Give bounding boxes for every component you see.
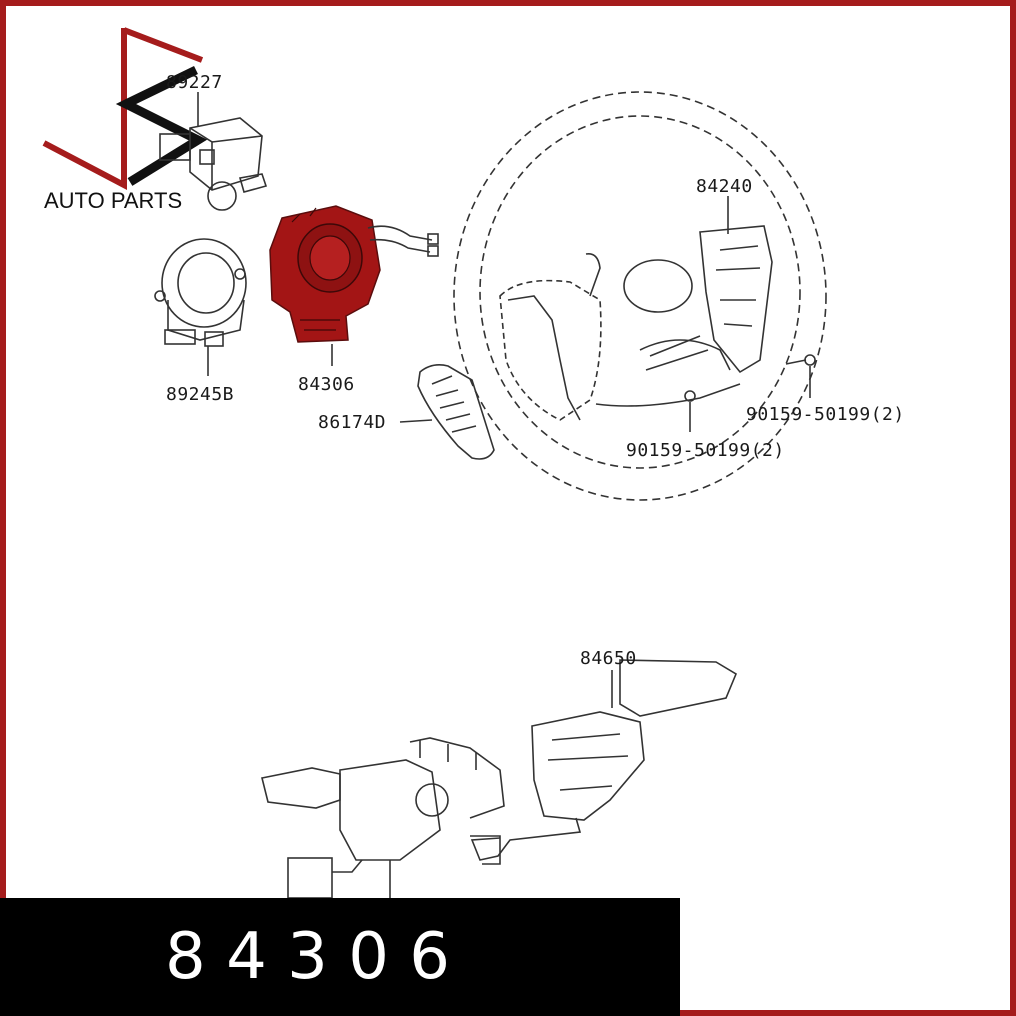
logo-black-s	[115, 65, 208, 186]
label-90159-left: 90159-50199(2)	[626, 440, 785, 461]
label-89245b: 89245B	[166, 384, 234, 405]
part-89245b-drawing	[154, 238, 247, 376]
label-84650: 84650	[580, 648, 637, 669]
label-89227: 89227	[166, 72, 223, 93]
part-84306-wires	[331, 225, 439, 366]
label-84306: 84306	[298, 374, 355, 395]
part-86174d-drawing	[399, 364, 495, 460]
label-86174d: 86174D	[318, 412, 386, 433]
part-number-banner: 8 4 3 0 6	[0, 898, 680, 1016]
combination-switch-drawing	[261, 659, 738, 899]
banner-part-number: 8 4 3 0 6	[165, 920, 450, 994]
part-84306-highlighted	[269, 205, 381, 343]
logo-text: AUTO PARTS	[44, 188, 182, 213]
label-84240: 84240	[696, 176, 753, 197]
logo-red-top	[122, 27, 204, 63]
logo-red-stroke	[42, 28, 127, 190]
steering-wheel-drawing	[453, 91, 827, 501]
brand-logo: AUTO PARTS	[42, 27, 208, 213]
label-90159-right: 90159-50199(2)	[746, 404, 905, 425]
part-89227-drawing	[159, 92, 268, 211]
